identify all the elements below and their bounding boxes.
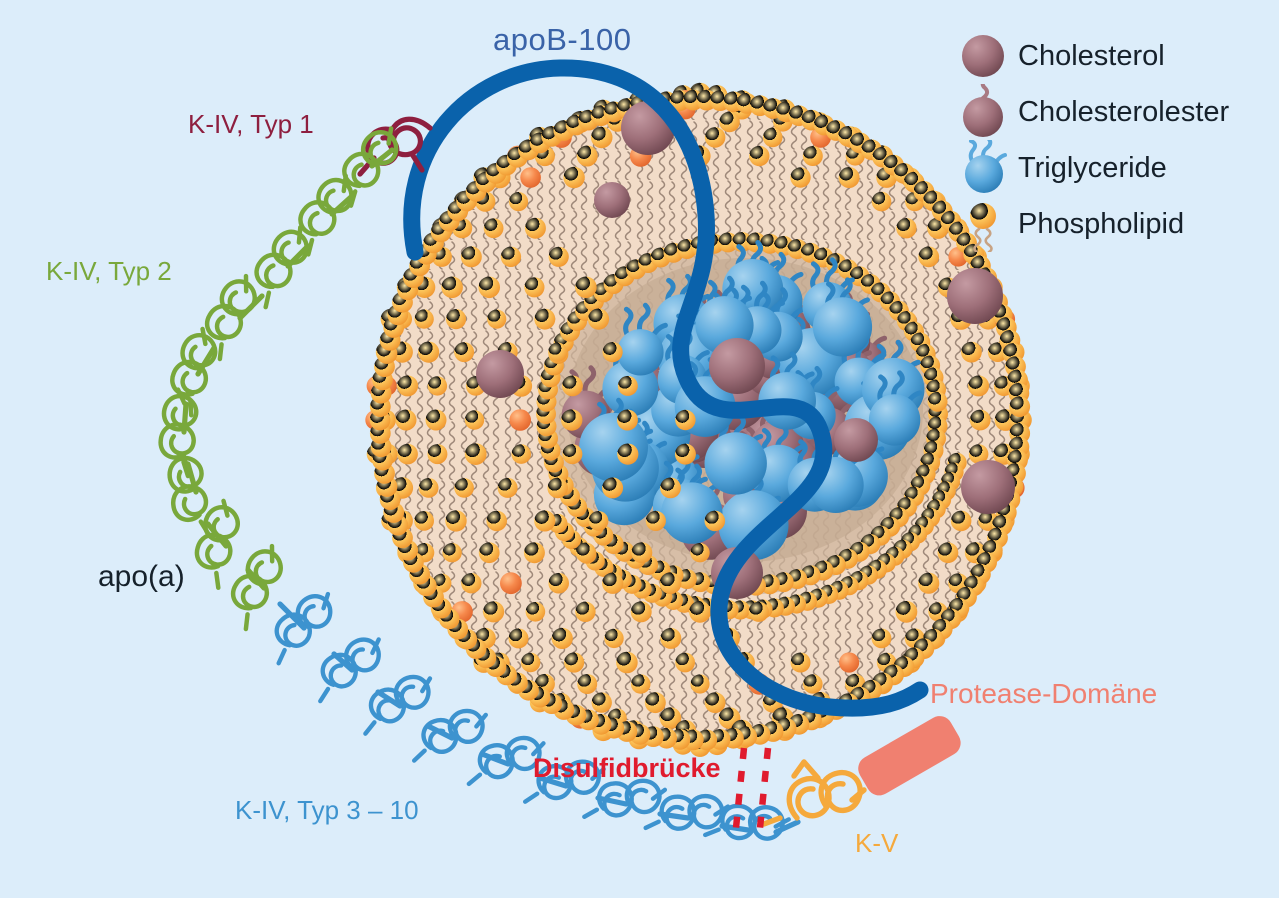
kringle-kiv-type3-10 — [274, 591, 801, 841]
legend: Cholesterol Cholesterolester Triglycerid… — [956, 28, 1230, 254]
legend-item-phospholipid: Phospholipid — [956, 196, 1229, 254]
core-lipids — [561, 240, 925, 561]
lipoprotein-particle — [365, 82, 1032, 757]
kringle-kv — [761, 759, 867, 827]
outer-phospholipid-ring — [369, 89, 1031, 751]
triglyceride-sphere-icon — [956, 136, 1014, 196]
cholesterol-spheres — [476, 101, 1015, 599]
label-kiv-type3-10: K-IV, Typ 3 – 10 — [235, 795, 419, 825]
inner-phospholipid-ring — [536, 232, 967, 620]
label-kiv-type2: K-IV, Typ 2 — [46, 256, 172, 286]
legend-label-cholesterol: Cholesterol — [1018, 39, 1165, 72]
legend-label-cholesterolester: Cholesterolester — [1018, 95, 1230, 128]
label-kv: K-V — [855, 828, 899, 858]
cholesterolester-sphere-icon — [956, 77, 1014, 140]
phospholipid-sphere-icon — [956, 196, 1014, 254]
label-kiv-type1: K-IV, Typ 1 — [188, 109, 314, 139]
label-apo-a: apo(a) — [98, 560, 185, 593]
kringle-kiv-type2 — [158, 126, 399, 632]
legend-item-cholesterolester: Cholesterolester — [956, 77, 1230, 140]
legend-label-triglyceride: Triglyceride — [1018, 151, 1167, 184]
label-apob100: apoB-100 — [493, 22, 632, 57]
cholesterol-sphere-icon — [956, 28, 1014, 84]
apob100-ribbon — [403, 59, 929, 717]
label-protease-domain: Protease-Domäne — [930, 678, 1158, 709]
legend-label-phospholipid: Phospholipid — [1018, 207, 1185, 240]
legend-item-cholesterol: Cholesterol — [956, 28, 1229, 84]
protease-domain-shape — [858, 716, 961, 796]
legend-item-triglyceride: Triglyceride — [956, 136, 1229, 196]
label-disulfide: Disulfidbrücke — [533, 753, 721, 783]
